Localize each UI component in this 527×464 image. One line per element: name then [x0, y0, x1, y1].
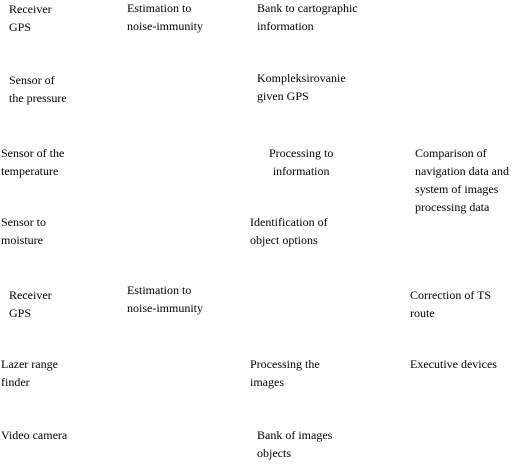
route-correction-block: Correction of TS route: [410, 286, 491, 322]
gps-receiver-2-line-2: GPS: [9, 306, 32, 320]
noise-estimation-1-line-1: Estimation to: [127, 1, 192, 15]
gps-receiver-1-block: Receiver GPS: [9, 0, 52, 36]
object-identification-block: Identification of object options: [250, 213, 328, 249]
laser-rangefinder-line-1: Lazer range: [1, 357, 58, 371]
image-processing-line-2: images: [250, 375, 284, 389]
nav-comparison-block: Comparison of navigation data and system…: [415, 144, 509, 216]
nav-comparison-line-3: system of images: [415, 182, 499, 196]
image-bank-line-2: objects: [257, 446, 291, 460]
noise-estimation-2-line-2: noise-immunity: [127, 301, 203, 315]
nav-comparison-line-2: navigation data and: [415, 164, 509, 178]
image-bank-block: Bank of images objects: [257, 426, 332, 462]
pressure-sensor-block: Sensor of the pressure: [9, 71, 67, 107]
gps-complexing-line-1: Kompleksirovanie: [257, 71, 346, 85]
pressure-sensor-line-2: the pressure: [9, 91, 67, 105]
noise-estimation-2-line-1: Estimation to: [127, 283, 192, 297]
gps-complexing-block: Kompleksirovanie given GPS: [257, 69, 346, 105]
route-correction-line-1: Correction of TS: [410, 288, 492, 302]
moisture-sensor-line-1: Sensor to: [1, 215, 46, 229]
cartographic-bank-line-1: Bank to cartographic: [257, 1, 358, 15]
noise-estimation-2-block: Estimation to noise-immunity: [127, 281, 203, 317]
gps-receiver-1-line-1: Receiver: [9, 2, 52, 16]
laser-rangefinder-line-2: finder: [1, 375, 30, 389]
temperature-sensor-block: Sensor of the temperature: [1, 144, 64, 180]
noise-estimation-1-block: Estimation to noise-immunity: [127, 0, 203, 35]
cartographic-bank-block: Bank to cartographic information: [257, 0, 358, 35]
video-camera-line-1: Video camera: [1, 428, 68, 442]
noise-estimation-1-line-2: noise-immunity: [127, 19, 203, 33]
image-processing-line-1: Processing the: [250, 357, 320, 371]
executive-devices-block: Executive devices: [410, 355, 497, 373]
image-bank-line-1: Bank of images: [257, 428, 333, 442]
gps-receiver-2-line-1: Receiver: [9, 288, 52, 302]
route-correction-line-2: route: [410, 306, 435, 320]
gps-receiver-2-block: Receiver GPS: [9, 286, 52, 322]
info-processing-block: Processing to information: [269, 144, 333, 180]
nav-comparison-line-4: processing data: [415, 200, 490, 214]
object-identification-line-1: Identification of: [250, 215, 328, 229]
temperature-sensor-line-1: Sensor of the: [1, 146, 65, 160]
gps-complexing-line-2: given GPS: [257, 89, 309, 103]
info-processing-line-2: information: [272, 164, 330, 178]
cartographic-bank-line-2: information: [257, 19, 314, 33]
nav-comparison-line-1: Comparison of: [415, 146, 487, 160]
executive-devices-line-1: Executive devices: [410, 357, 497, 371]
video-camera-block: Video camera: [1, 426, 67, 444]
temperature-sensor-line-2: temperature: [1, 164, 59, 178]
laser-rangefinder-block: Lazer range finder: [1, 355, 58, 391]
pressure-sensor-line-1: Sensor of: [9, 73, 55, 87]
object-identification-line-2: object options: [250, 233, 318, 247]
info-processing-line-1: Processing to: [269, 146, 334, 160]
gps-receiver-1-line-2: GPS: [9, 20, 32, 34]
moisture-sensor-line-2: moisture: [1, 233, 43, 247]
image-processing-block: Processing the images: [250, 355, 320, 391]
moisture-sensor-block: Sensor to moisture: [1, 213, 46, 249]
